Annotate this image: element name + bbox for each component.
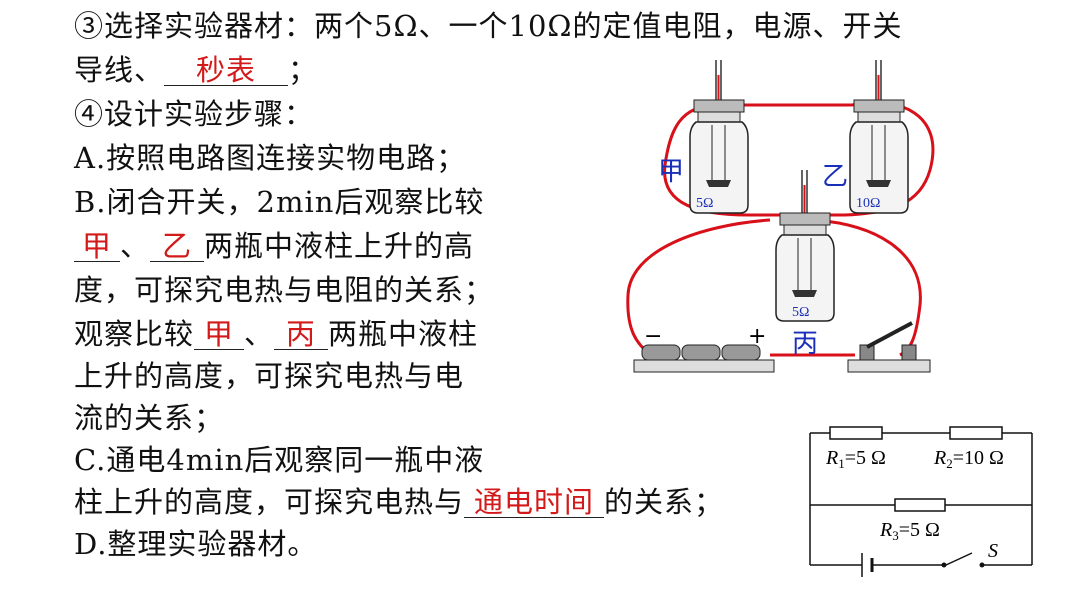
switch-contact xyxy=(979,562,985,568)
resistor-r1 xyxy=(829,426,883,440)
battery-pack xyxy=(633,344,775,373)
switch-pivot xyxy=(941,562,947,568)
jar-a-label: 甲 xyxy=(658,157,684,187)
step-c-line-2: 柱上升的高度，可探究电热与通电时间的关系； xyxy=(74,484,724,520)
apparatus-illustration: 5Ω 甲 10Ω 乙 5Ω 丙 − + xyxy=(626,60,935,373)
step-b-line-3: 度，可探究电热与电阻的关系； xyxy=(74,273,495,307)
text-segment: 、 xyxy=(120,229,151,263)
resistor-r2 xyxy=(949,426,1003,440)
answer-blank-jar-c: 丙 xyxy=(274,319,329,350)
step-b-line-4: 观察比较甲、丙两瓶中液柱 xyxy=(74,316,478,352)
answer-blank-stopwatch: 秒表 xyxy=(164,55,289,86)
step-c: C.通电4min后观察同一瓶中液 xyxy=(74,443,485,477)
text-segment: 柱上升的高度，可探究电热与 xyxy=(74,485,465,519)
item-4-heading: ④设计实验步骤： xyxy=(74,97,315,131)
text-segment: ； xyxy=(288,53,319,87)
resistor-r3 xyxy=(894,498,946,512)
r3-label: R3=5 Ω xyxy=(879,519,940,543)
jar-c-resistance: 5Ω xyxy=(792,305,809,320)
r1-label: R1=5 Ω xyxy=(825,447,886,471)
switch-label: S xyxy=(988,540,998,562)
text-segment: 两瓶中液柱上升的高 xyxy=(204,229,475,263)
jar-a xyxy=(689,60,749,214)
item-3-materials: ③选择实验器材：两个5Ω、一个10Ω的定值电阻，电源、开关 xyxy=(74,9,903,43)
jar-b-resistance: 10Ω xyxy=(856,196,880,211)
circuit-wires xyxy=(809,432,1033,566)
wire-loop-bottom xyxy=(626,218,922,357)
jar-a-resistance: 5Ω xyxy=(696,196,713,211)
step-b-line-2: 甲、乙两瓶中液柱上升的高 xyxy=(74,228,474,264)
text-segment: 两瓶中液柱 xyxy=(328,317,479,351)
step-d: D.整理实验器材。 xyxy=(74,527,318,561)
step-b-line-6: 流的关系； xyxy=(74,401,225,435)
jar-c xyxy=(775,170,835,322)
answer-blank-jar-a-2: 甲 xyxy=(194,319,245,350)
step-a: A.按照电路图连接实物电路； xyxy=(74,141,467,175)
jar-b xyxy=(849,60,909,214)
text-segment: 的关系； xyxy=(604,485,725,519)
r2-label: R2=10 Ω xyxy=(933,447,1004,471)
text-segment: 导线、 xyxy=(74,53,165,87)
jar-b-label: 乙 xyxy=(822,162,848,192)
circuit-diagram: R1=5 Ω R2=10 Ω R3=5 Ω S xyxy=(809,426,1033,577)
step-b-line-5: 上升的高度，可探究电热与电 xyxy=(74,359,465,393)
battery-minus: − xyxy=(644,324,662,349)
materials-line-2: 导线、秒表； xyxy=(74,52,318,88)
answer-blank-jar-b: 乙 xyxy=(150,231,205,262)
text-segment: 、 xyxy=(244,317,275,351)
battery-plus: + xyxy=(748,324,766,349)
jar-c-label: 丙 xyxy=(792,329,818,359)
answer-blank-jar-a: 甲 xyxy=(74,231,120,262)
answer-blank-time: 通电时间 xyxy=(464,487,605,518)
wire-loop-top xyxy=(663,101,935,217)
knife-switch xyxy=(847,321,931,373)
text-segment: 观察比较 xyxy=(74,317,195,351)
step-b: B.闭合开关，2min后观察比较 xyxy=(74,185,485,219)
